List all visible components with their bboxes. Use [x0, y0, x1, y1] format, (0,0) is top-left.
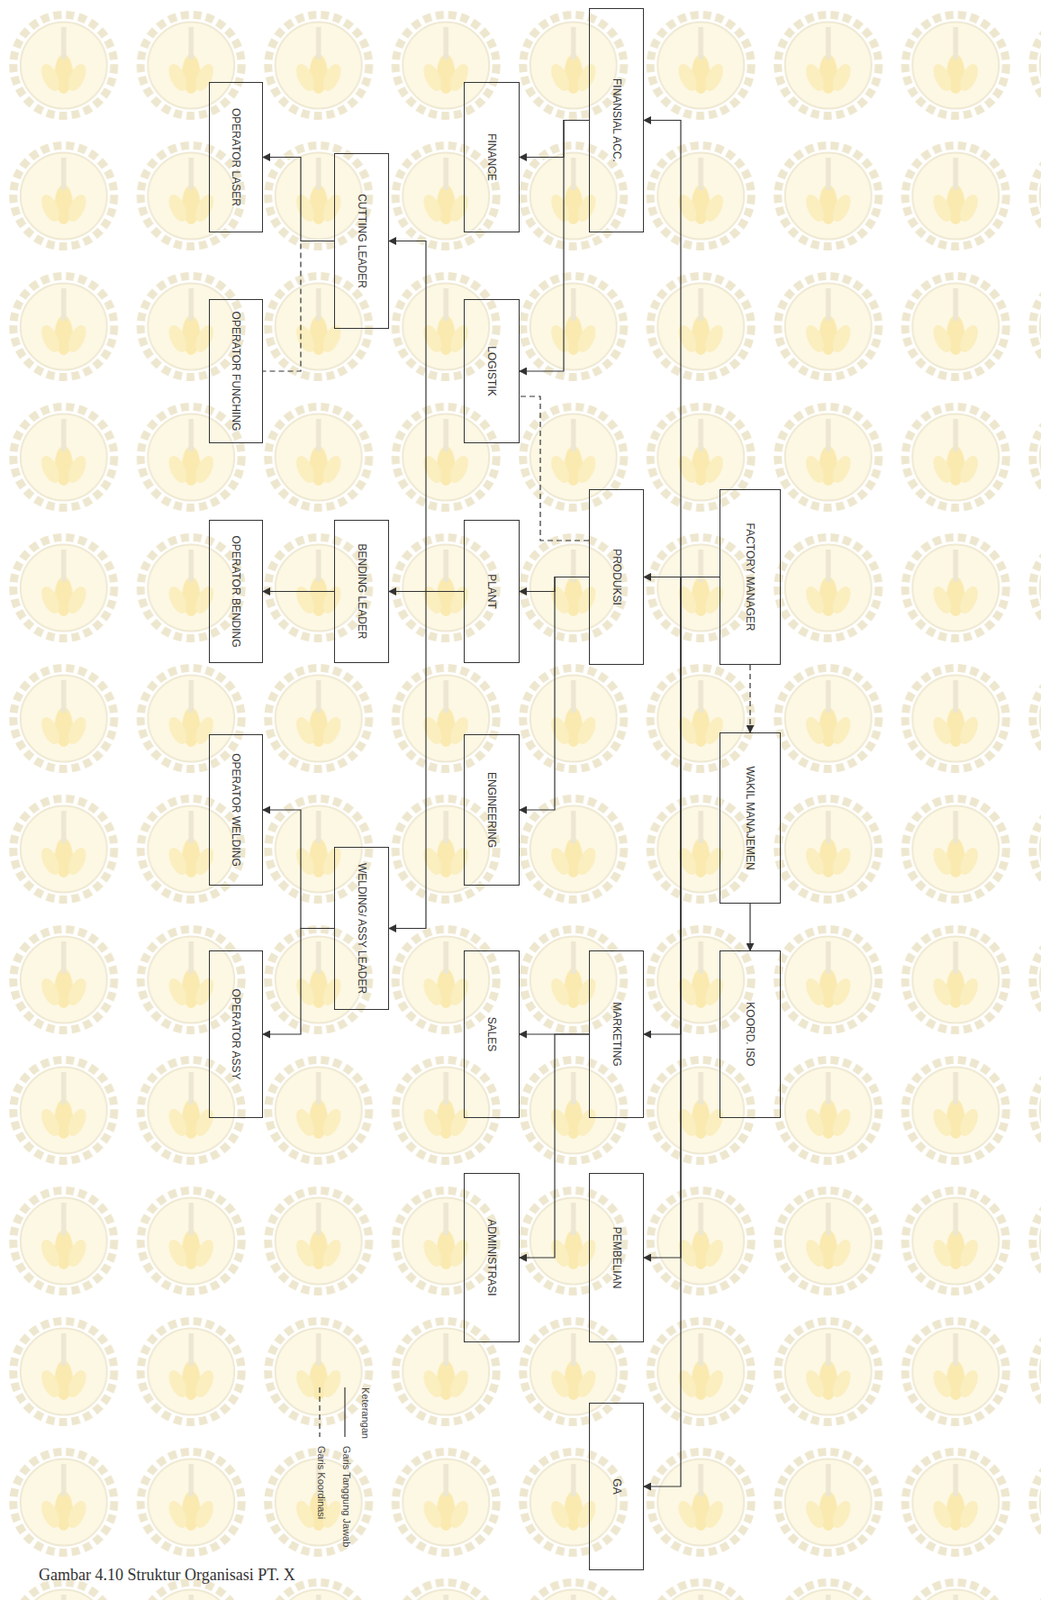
- responsibility-line: [262, 590, 335, 592]
- box-text: MARKETING: [609, 1001, 623, 1066]
- coordination-line: [262, 241, 335, 372]
- section-box: SALES: [463, 950, 520, 1118]
- department-box: PRODUKSI: [588, 488, 644, 665]
- deputy-box: WAKIL MANAJEMEN: [719, 732, 781, 904]
- department-box: FINANSIAL ACC.: [588, 8, 644, 233]
- coordination-line: [519, 396, 589, 541]
- box-text: OPERATOR ASSY: [229, 988, 243, 1080]
- box-text: PEMBELIAN: [609, 1226, 623, 1289]
- responsibility-line: [519, 1033, 589, 1258]
- section-box: FINANCE: [463, 81, 520, 233]
- department-box: MARKETING: [588, 950, 644, 1118]
- box-text: OPERATOR BENDING: [229, 534, 243, 647]
- responsibility-line: [643, 577, 720, 1035]
- box-text: PRODUKSI: [609, 548, 623, 606]
- coordination-line: [749, 664, 751, 733]
- operator-box: OPERATOR LASER: [208, 81, 263, 233]
- box-text: GA: [609, 1477, 623, 1494]
- operator-box: OPERATOR WELDING: [208, 733, 263, 886]
- box-text: ADMINISTRASI: [485, 1218, 498, 1295]
- department-box: GA: [588, 1402, 644, 1570]
- section-box: LOGISTIK: [463, 298, 520, 444]
- legend-text: Garis Koordinasi: [316, 1445, 327, 1519]
- leader-box: BENDING LEADER: [334, 519, 390, 663]
- manager-box: FACTORY MANAGER: [719, 488, 781, 665]
- department-box: PEMBELIAN: [588, 1172, 644, 1342]
- box-text: FINANSIAL ACC.: [609, 78, 623, 163]
- box-text: KOORD. ISO: [743, 1001, 757, 1066]
- box-text: BENDING LEADER: [354, 543, 368, 639]
- legend-text: Garis Tanggung Jawab: [341, 1445, 353, 1547]
- responsibility-line: [519, 120, 589, 372]
- responsibility-line: [643, 577, 720, 1487]
- section-box: ENGINEERING: [463, 733, 520, 886]
- leader-box: WELDING/ ASSY LEADER: [334, 846, 390, 1010]
- box-text: FINANCE: [485, 133, 498, 182]
- box-text: OPERATOR LASER: [229, 108, 243, 207]
- coordinator-box: KOORD. ISO: [719, 950, 781, 1118]
- responsibility-line: [749, 903, 751, 951]
- section-box: ADMINISTRASI: [463, 1172, 520, 1342]
- box-text: WAKIL MANAJEMEN: [743, 765, 757, 870]
- responsibility-line: [519, 120, 589, 158]
- operator-box: OPERATOR FUNCHING: [208, 298, 263, 444]
- box-text: FACTORY MANAGER: [743, 522, 757, 631]
- responsibility-line: [519, 577, 589, 811]
- operator-box: OPERATOR BENDING: [208, 519, 263, 663]
- figure-caption: Gambar 4.10 Struktur Organisasi PT. X: [38, 1565, 296, 1585]
- box-text: PLANT: [485, 573, 498, 609]
- leader-box: CUTTING LEADER: [334, 153, 390, 329]
- operator-box: OPERATOR ASSY: [208, 950, 263, 1118]
- box-text: OPERATOR FUNCHING: [229, 311, 243, 432]
- responsibility-line: [389, 591, 464, 929]
- box-text: ENGINEERING: [485, 771, 498, 848]
- box-text: LOGISTIK: [485, 345, 498, 396]
- box-text: CUTTING LEADER: [354, 193, 368, 289]
- box-text: SALES: [485, 1016, 498, 1052]
- legend-dashed-line: [318, 1386, 320, 1437]
- legend-heading: Keterangan: [360, 1386, 372, 1439]
- responsibility-line: [389, 241, 464, 592]
- box-text: WELDING/ ASSY LEADER: [354, 862, 368, 994]
- responsibility-line: [262, 809, 335, 929]
- responsibility-line: [262, 157, 335, 242]
- box-text: OPERATOR WELDING: [229, 752, 243, 867]
- responsibility-line: [643, 120, 720, 578]
- legend-solid-line: [343, 1386, 345, 1437]
- section-box: PLANT: [463, 519, 520, 663]
- responsibility-line: [643, 577, 720, 1259]
- responsibility-line: [262, 928, 335, 1035]
